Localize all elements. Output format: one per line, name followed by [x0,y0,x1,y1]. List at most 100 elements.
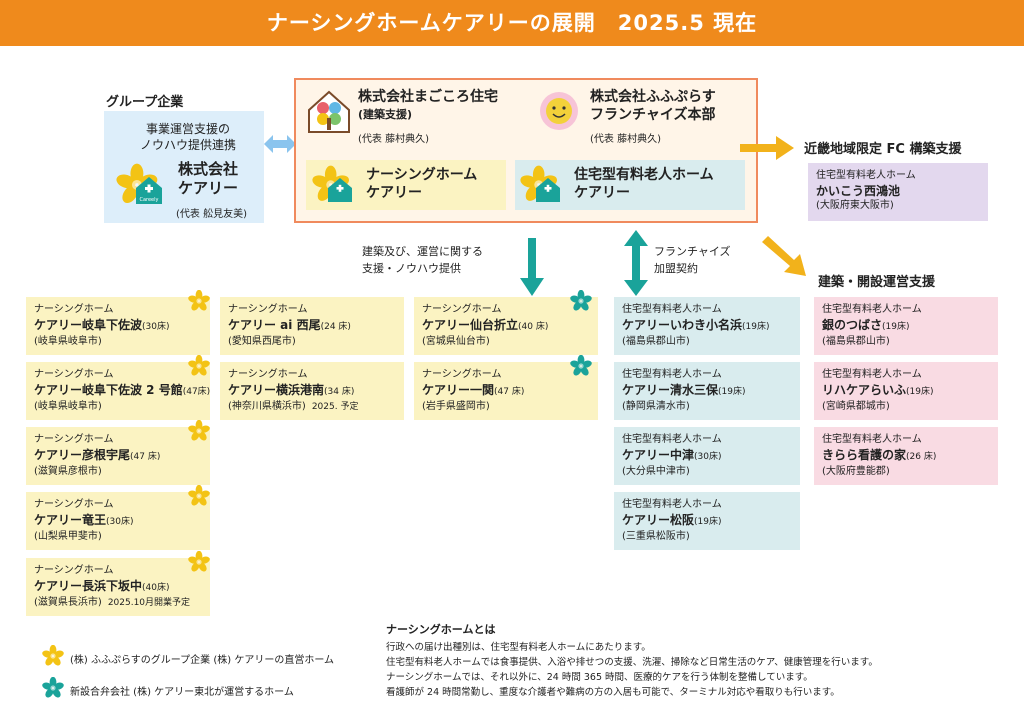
fufuplus-rep: (代表 藤村典久) [590,134,661,145]
card-name-text: 銀のつばさ [822,318,883,332]
home-card: 住宅型有料老人ホーム ケアリー松阪(19床) (三重県松阪市) [614,492,800,550]
note-line: 住宅型有料老人ホームでは食事提供、入浴や排せつの支援、洗濯、掃除など日常生活のケ… [386,657,878,668]
card-name-text: ケアリー一関 [422,383,495,397]
card-location: (岩手県盛岡市) [422,400,590,413]
card-name-text: ケアリー松阪 [622,513,695,527]
home-card: 住宅型有料老人ホーム 銀のつばさ(19床) (福島県郡山市) [814,297,998,355]
card-location-text: (福島県郡山市) [622,336,690,347]
note-line: ナーシングホームでは、それ以外に、24 時間 365 時間、医療的ケアを行う体制… [386,672,813,683]
card-location: (滋賀県彦根市) [34,465,202,478]
card-type: ナーシングホーム [228,369,308,380]
card-beds: (47床) [182,387,211,397]
card-note: 2025.10月開業予定 [107,598,191,608]
card-location: (福島県郡山市) [822,335,990,348]
legend-yellow: (株) ふふぷらすのグループ企業 (株) ケアリーの直営ホーム [70,655,335,666]
card-location-text: (宮崎県都城市) [822,401,890,412]
card-name-text: ケアリー仙台折立 [422,318,519,332]
card-name: ケアリー横浜港南(34 床) [228,382,396,400]
svg-text:Careely: Careely [139,197,158,203]
card-note: 2025. 予定 [311,402,359,412]
card-location-text: (岐阜県岐阜市) [34,401,102,412]
card-name: ケアリー中津(30床) [622,447,792,465]
card-location-text: (岩手県盛岡市) [422,401,490,412]
card-name-text: ケアリー岐阜下佐波 [34,318,143,332]
card-type: ナーシングホーム [422,369,502,380]
card-beds: (34 床) [324,387,355,397]
card-type: ナーシングホーム [34,434,114,445]
home-card: 住宅型有料老人ホーム ケアリーいわき小名浜(19床) (福島県郡山市) [614,297,800,355]
card-type: ナーシングホーム [34,499,114,510]
card-type: 住宅型有料老人ホーム [822,369,922,380]
card-location: (岐阜県岐阜市) [34,400,202,413]
card-name: ケアリー ai 西尾(24 床) [228,317,396,335]
home-card: 住宅型有料老人ホーム ケアリー清水三保(19床) (静岡県清水市) [614,362,800,420]
note-line: 看護師が 24 時間常勤し、重度な介護者や難病の方の入居も可能で、ターミナル対応… [386,687,840,698]
nursing-home-brand: ナーシングホーム ケアリー [366,166,477,202]
yuryo-home-brand: 住宅型有料老人ホーム ケアリー [574,166,714,202]
notes-body: 行政への届け出種別は、住宅型有料老人ホームにあたります。 住宅型有料老人ホームで… [386,640,878,700]
group-company-name: 株式会社 ケアリー [178,160,238,198]
arrow-diagonal-icon [762,236,806,276]
fufuplus-company: 株式会社ふふぷらす フランチャイズ本部 (代表 藤村典久) [590,88,716,145]
card-name: ケアリー松阪(19床) [622,512,792,530]
card-type: ナーシングホーム [422,304,502,315]
card-location: (岐阜県岐阜市) [34,335,202,348]
card-name: ケアリーいわき小名浜(19床) [622,317,792,335]
card-beds: (30床) [142,322,170,332]
card-name: かいこう西鴻池 [816,184,901,198]
card-name-text: ケアリー横浜港南 [228,383,325,397]
arrow-right-icon [740,136,794,160]
fufuplus-name-line2: フランチャイズ本部 [590,107,716,123]
fufuplus-name-line1: 株式会社ふふぷらす [590,89,716,105]
card-beds: (19床) [694,517,722,527]
card-location-text: (滋賀県長浜市) [34,597,102,608]
careely-logo-icon: Careely [116,163,162,206]
card-location-text: (福島県郡山市) [822,336,890,347]
home-card: ナーシングホーム ケアリー横浜港南(34 床) (神奈川県横浜市) 2025. 予… [220,362,404,420]
card-beds: (47 床) [494,387,525,397]
card-name-text: ケアリー中津 [622,448,695,462]
card-name: ケアリー岐阜下佐波(30床) [34,317,202,335]
home-card: ナーシングホーム ケアリー ai 西尾(24 床) (愛知県西尾市) [220,297,404,355]
card-type: 住宅型有料老人ホーム [822,434,922,445]
card-location: (大阪府豊能郡) [822,465,990,478]
card-type: 住宅型有料老人ホーム [822,304,922,315]
yuryo-brand-line2: ケアリー [574,185,630,201]
card-location: (神奈川県横浜市) 2025. 予定 [228,400,396,414]
home-card: ナーシングホーム ケアリー岐阜下佐波 2 号館(47床) (岐阜県岐阜市) [26,362,210,420]
card-beds: (40 床) [518,322,549,332]
card-location: (愛知県西尾市) [228,335,396,348]
home-card: ナーシングホーム ケアリー一関(47 床) (岩手県盛岡市) [414,362,598,420]
card-location: (滋賀県長浜市) 2025.10月開業予定 [34,596,202,610]
card-beds: (19床) [718,387,746,397]
yellow-star-icon [188,420,210,442]
card-location-text: (岐阜県岐阜市) [34,336,102,347]
card-location: (山梨県甲斐市) [34,530,202,543]
card-type: 住宅型有料老人ホーム [622,434,722,445]
card-location: (福島県郡山市) [622,335,792,348]
nh-brand-line1: ナーシングホーム [366,167,478,183]
card-location-text: (大阪府豊能郡) [822,466,890,477]
group-label: グループ企業 [106,95,184,110]
card-location: (三重県松阪市) [622,530,792,543]
card-beds: (19床) [742,322,770,332]
card-name-text: ケアリー竜王 [34,513,107,527]
card-name: リハケアらいふ(19床) [822,382,990,400]
kinki-label: 近畿地域限定 FC 構築支援 [804,142,962,157]
card-name: ケアリー仙台折立(40 床) [422,317,590,335]
card-type: 住宅型有料老人ホーム [622,499,722,510]
card-location-text: (山梨県甲斐市) [34,531,102,542]
card-beds: (47 床) [130,452,161,462]
card-location: (宮城県仙台市) [422,335,590,348]
card-location-text: (大分県中津市) [622,466,690,477]
card-location-text: (神奈川県横浜市) [228,401,306,412]
card-location: (静岡県清水市) [622,400,792,413]
card-type: 住宅型有料老人ホーム [622,304,722,315]
card-location-text: (宮城県仙台市) [422,336,490,347]
legend-teal: 新設合弁会社 (株) ケアリー東北が運営するホーム [70,687,294,698]
card-type: ナーシングホーム [34,304,114,315]
card-location: (宮崎県都城市) [822,400,990,413]
card-location-text: (三重県松阪市) [622,531,690,542]
card-name-text: ケアリー彦根宇尾 [34,448,131,462]
yellow-star-icon [188,355,210,377]
